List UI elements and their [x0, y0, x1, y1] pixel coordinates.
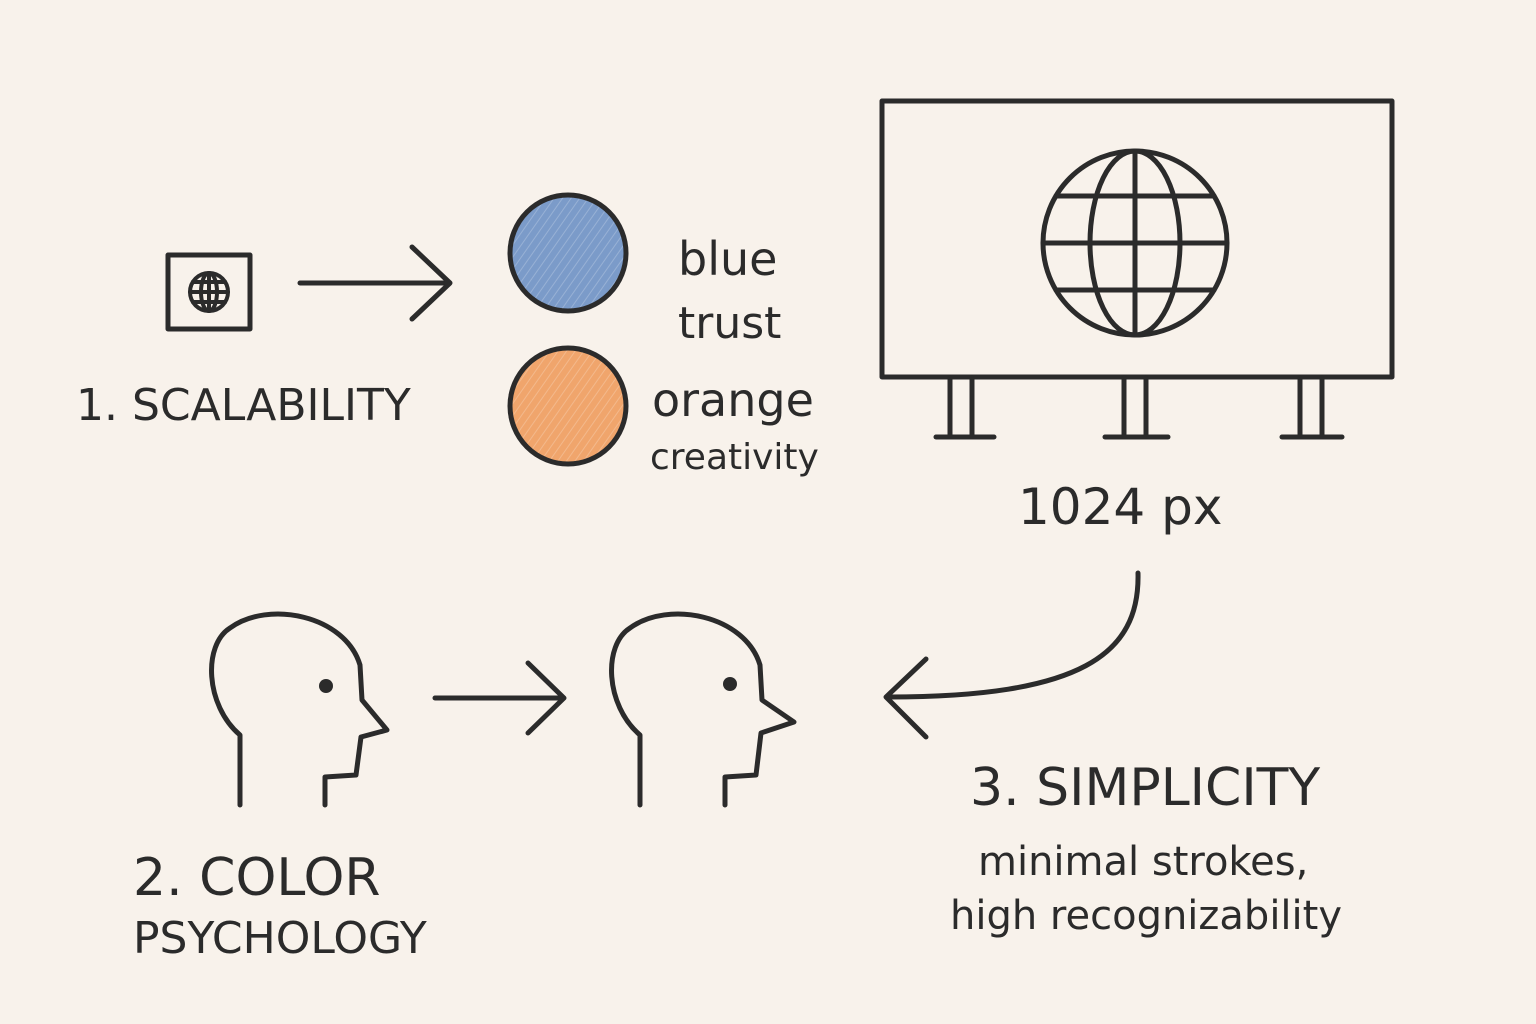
curved-arrow-icon: [883, 570, 1141, 740]
small-icon-frame: [165, 252, 253, 332]
scalability-label: 1. SCALABILITY: [76, 380, 411, 431]
simplicity-desc-line2: high recognizability: [950, 893, 1343, 939]
blue-swatch: [507, 192, 629, 314]
small-globe-icon: [188, 271, 230, 313]
head-profile-icon-right: [609, 611, 797, 808]
small-globe-box: [165, 252, 253, 332]
color-psychology-label-line2: PSYCHOLOGY: [133, 913, 427, 964]
simplicity-desc-line1: minimal strokes,: [978, 839, 1309, 885]
orange-swatch: [507, 345, 629, 467]
billboard-frame: [879, 98, 1395, 380]
arrow-right-icon-2: [432, 660, 567, 736]
color-psychology-label-line1: 2. COLOR: [133, 848, 381, 908]
orange-color-name: orange: [652, 373, 814, 427]
billboard-legs: [933, 375, 1345, 440]
billboard: [879, 98, 1395, 440]
orange-color-meaning: creativity: [650, 437, 819, 478]
billboard-size-label: 1024 px: [1018, 478, 1223, 536]
head-profile-icon-left: [209, 611, 390, 808]
blue-color-meaning: trust: [678, 298, 782, 349]
blue-color-name: blue: [678, 232, 778, 286]
arrow-right-icon: [297, 244, 453, 322]
simplicity-label: 3. SIMPLICITY: [970, 758, 1321, 818]
billboard-globe-icon: [1040, 148, 1230, 338]
